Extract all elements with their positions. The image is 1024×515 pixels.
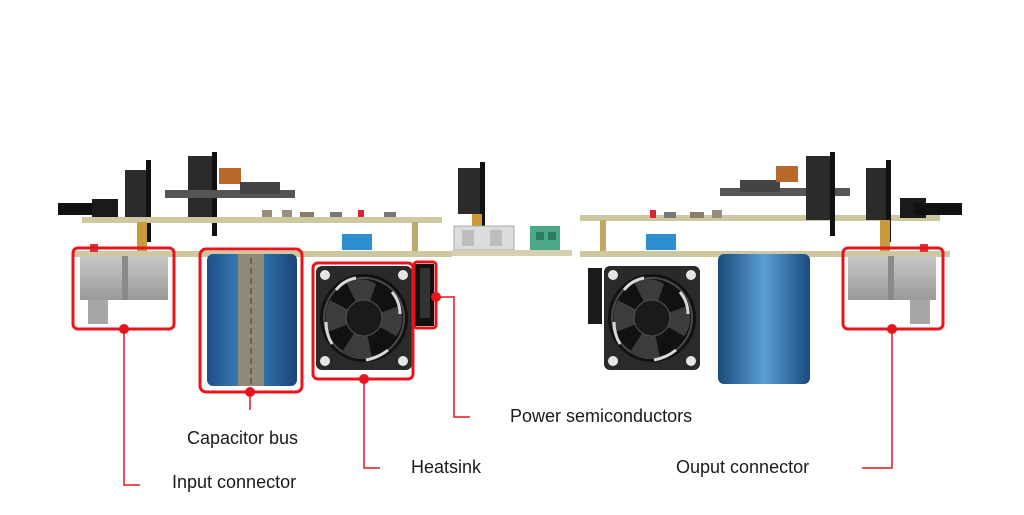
input-connector-leader [123,329,140,486]
right-upper-pcb [580,215,940,221]
callout-dots [119,292,897,397]
right-capacitor [718,254,810,384]
power-semiconductors-label: Power semiconductors [510,406,693,426]
right-module [580,152,962,384]
right-driver-board [806,156,832,220]
output-connector-label: Ouput connector [676,457,810,477]
heatsink-leader [363,379,380,469]
left-upper-pcb [82,217,442,223]
left-relay [342,234,372,250]
left-driver-board [125,170,147,222]
left-module [58,152,452,386]
callouts [71,246,945,486]
output-connector-leader [862,329,893,469]
heatsink-label: Heatsink [411,457,482,477]
right-terminal-stub [914,203,962,215]
power-semiconductors-leader [436,296,470,418]
capacitor-bus-label: Capacitor bus [187,428,299,448]
right-fan [602,264,702,372]
input-connector-label: Input connector [172,472,297,492]
left-fan [314,264,414,372]
center-module [452,162,572,256]
right-relay [646,234,676,250]
center-driver-board [458,168,482,214]
